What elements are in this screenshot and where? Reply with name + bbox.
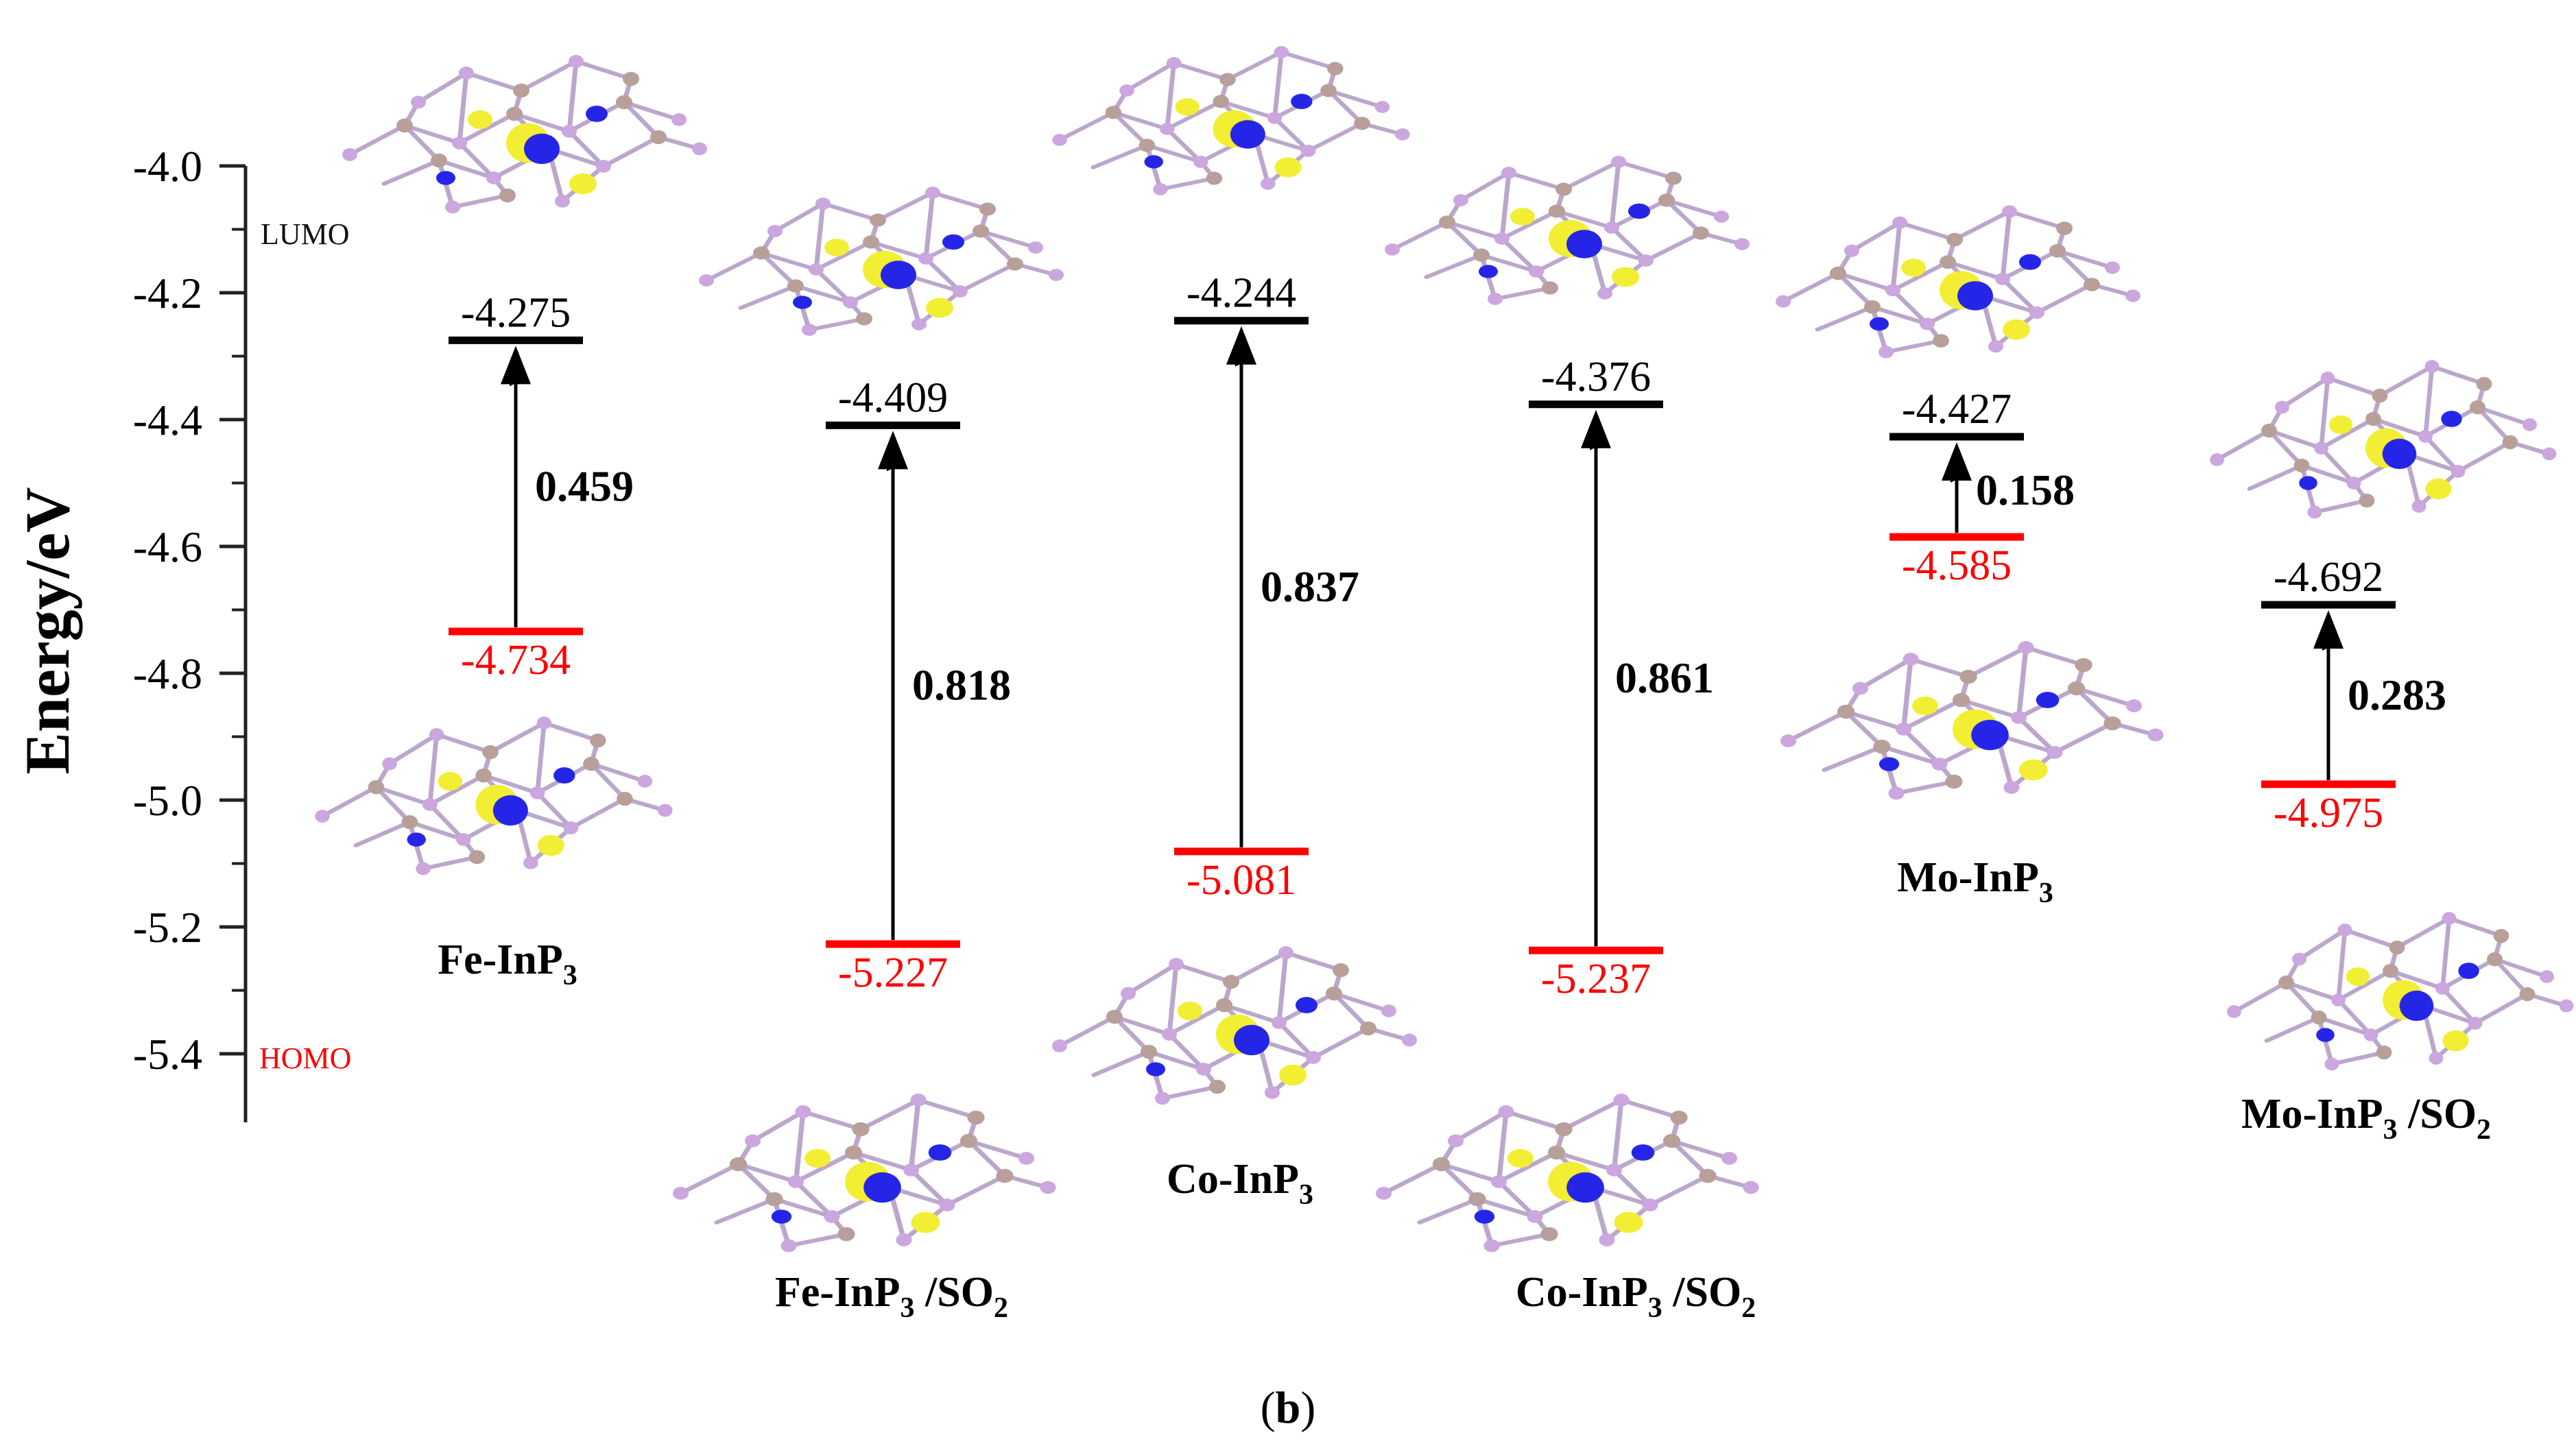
level-group: -4.376 -5.237 0.861 [1529,354,1714,1002]
gap-value-label: 0.283 [2348,671,2446,719]
molecule-image-moso2-homo [2227,912,2573,1070]
gap-value-label: 0.459 [535,462,634,511]
gap-value-label: 0.158 [1976,466,2075,514]
y-tick-label: -5.4 [133,1030,202,1078]
y-axis: -4.0 -4.2 -4.4 -4.6 -4.8 -5.0 -5.2 -5.4 [133,142,248,1122]
gap-arrow-head [501,346,531,385]
system-label-mo-inp3: Mo-InP3 [1897,854,2053,909]
molecule-image-co-homo [1052,946,1417,1105]
y-tick-label: -4.8 [133,649,202,698]
homo-value-label: -4.734 [461,637,571,684]
level-group: -4.409 -5.227 0.818 [826,374,1011,996]
lumo-value-label: -4.275 [461,289,571,336]
molecule-image-fesO2-lumo [699,186,1064,336]
homo-value-label: -5.237 [1541,956,1651,1002]
gap-arrow-head [2313,610,2344,649]
lumo-value-label: -4.409 [838,374,948,421]
system-label-fe-inp3-so2: Fe-InP3 /SO2 [775,1269,1008,1324]
molecule-image-fe-homo [315,716,672,875]
homo-value-label: -4.975 [2274,790,2383,836]
lumo-value-label: -4.692 [2274,554,2383,601]
y-tick-label: -4.0 [133,142,202,191]
y-axis-label: Energy/eV [12,487,82,774]
lumo-value-label: -4.376 [1541,354,1651,400]
molecule-image-mo-lumo [1776,205,2140,358]
gap-arrow-head [878,431,908,470]
lumo-label: LUMO [261,217,350,251]
level-group: -4.692 -4.975 0.283 [2261,554,2446,836]
lumo-value-label: -4.244 [1186,270,1296,317]
molecule-image-coso2-lumo [1385,156,1750,305]
homo-value-label: -5.081 [1186,857,1296,904]
y-tick-label: -4.6 [133,522,202,571]
molecule-image-coso2-homo [1376,1094,1759,1252]
gap-arrow-head [1942,442,1972,481]
molecule-image-fe-lumo [342,55,707,213]
gap-value-label: 0.861 [1615,653,1714,702]
gap-arrow-head [1226,326,1256,365]
y-tick-label: -5.2 [133,903,202,952]
homo-label: HOMO [259,1041,351,1075]
y-tick-label: -4.2 [133,269,202,317]
orbital-images [315,46,2573,1252]
homo-value-label: -5.227 [838,950,948,996]
energy-levels: -4.275 -4.734 0.459 -4.409 -5.227 0.818 -4.244… [449,270,2446,1002]
system-label-mo-inp3-so2: Mo-InP3 /SO2 [2241,1091,2491,1146]
molecule-image-co-lumo [1052,46,1409,195]
level-group: -4.275 -4.734 0.459 [449,289,634,684]
gap-value-label: 0.837 [1261,562,1359,611]
lumo-value-label: -4.427 [1902,386,2012,433]
y-tick-label: -5.0 [133,776,202,825]
level-group: -4.244 -5.081 0.837 [1174,270,1359,904]
system-label-fe-inp3: Fe-InP3 [438,937,577,991]
level-group: -4.427 -4.585 0.158 [1889,386,2075,589]
gap-value-label: 0.818 [912,661,1011,710]
y-tick-label: -4.4 [133,396,202,444]
molecule-image-feso2-homo [673,1094,1056,1252]
system-labels: Fe-InP3 Fe-InP3 /SO2 Co-InP3 Co-InP3 /SO… [438,854,2491,1324]
gap-arrow-head [1581,409,1611,448]
system-label-co-inp3: Co-InP3 [1167,1156,1313,1211]
homo-value-label: -4.585 [1902,542,2012,589]
molecule-image-moso2-lumo [2210,360,2556,518]
panel-label: (b) [1261,1383,1316,1433]
system-label-co-inp3-so2: Co-InP3 /SO2 [1516,1269,1756,1324]
molecule-image-mo-homo [1780,641,2164,799]
